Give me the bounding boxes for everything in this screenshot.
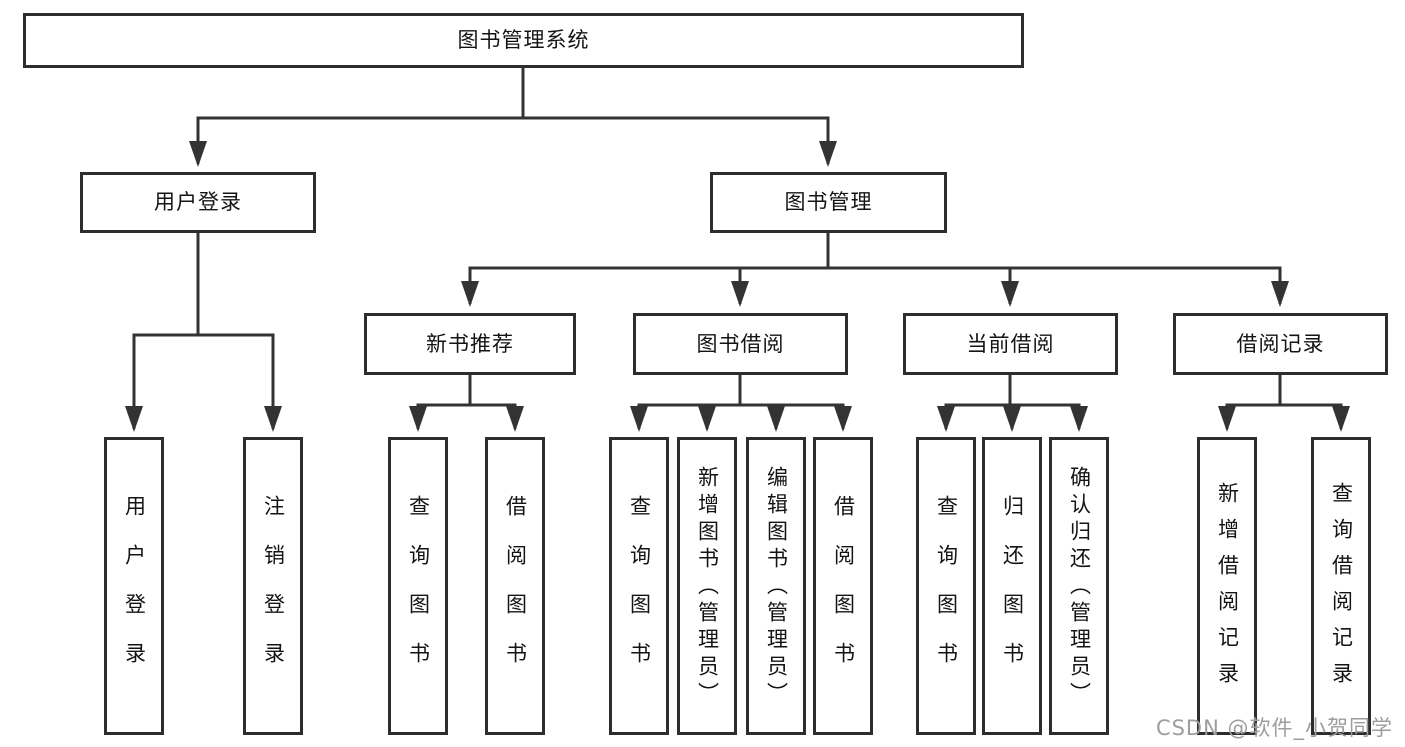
node-current-borrowing: 当前借阅: [903, 313, 1118, 375]
leaf-confirm-return-admin: 确认归还（管理员）: [1049, 437, 1109, 735]
leaf-query-books-current: 查询图书: [916, 437, 976, 735]
watermark: CSDN @软件_小贺同学: [1155, 716, 1393, 740]
leaf-add-books-admin: 新增图书（管理员）: [677, 437, 737, 735]
leaf-query-books-recommend: 查询图书: [388, 437, 448, 735]
node-new-book-recommendation: 新书推荐: [364, 313, 576, 375]
leaf-borrow-books-recommend: 借阅图书: [485, 437, 545, 735]
node-borrowing-records: 借阅记录: [1173, 313, 1388, 375]
leaf-borrow-books-borrowing: 借阅图书: [813, 437, 873, 735]
leaf-user-login: 用户登录: [104, 437, 164, 735]
leaf-logout: 注销登录: [243, 437, 303, 735]
node-book-borrowing: 图书借阅: [633, 313, 848, 375]
leaf-query-books-borrowing: 查询图书: [609, 437, 669, 735]
node-root: 图书管理系统: [23, 13, 1024, 68]
node-book-management: 图书管理: [710, 172, 947, 233]
node-user-login: 用户登录: [80, 172, 316, 233]
leaf-edit-books-admin: 编辑图书（管理员）: [746, 437, 806, 735]
leaf-add-borrow-record: 新增借阅记录: [1197, 437, 1257, 735]
leaf-query-borrow-record: 查询借阅记录: [1311, 437, 1371, 735]
leaf-return-books: 归还图书: [982, 437, 1042, 735]
